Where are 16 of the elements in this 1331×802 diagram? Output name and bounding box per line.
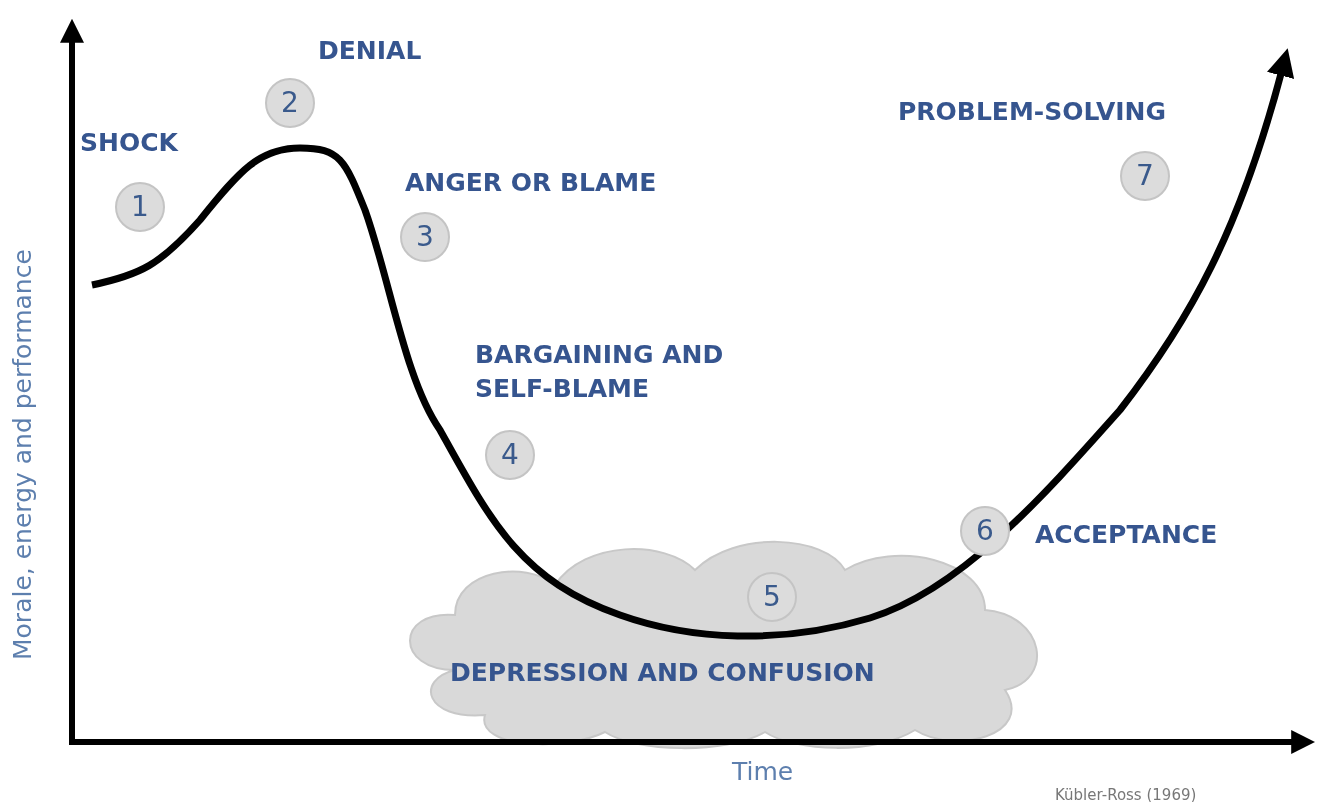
number-badge: 4 (485, 430, 535, 480)
number-badge: 2 (265, 78, 315, 128)
stage-label: ANGER OR BLAME (405, 167, 658, 199)
stage-label: BARGAINING AND SELF-BLAME (475, 339, 725, 405)
number-badge: 7 (1120, 151, 1170, 201)
number-badge: 3 (400, 212, 450, 262)
stage-label: ACCEPTANCE (1035, 519, 1219, 551)
number-badge: 1 (115, 182, 165, 232)
stage-label: SHOCK (80, 127, 180, 159)
cloud-caption: DEPRESSION AND CONFUSION (450, 657, 875, 689)
axis-title: Morale, energy and performance (8, 249, 37, 660)
stage-label: DENIAL (318, 35, 423, 67)
stage-label: PROBLEM-SOLVING (898, 96, 1167, 128)
number-badge: 6 (960, 506, 1010, 556)
source-citation: Kübler-Ross (1969) (1055, 786, 1197, 802)
axis-title: Time (732, 757, 794, 786)
